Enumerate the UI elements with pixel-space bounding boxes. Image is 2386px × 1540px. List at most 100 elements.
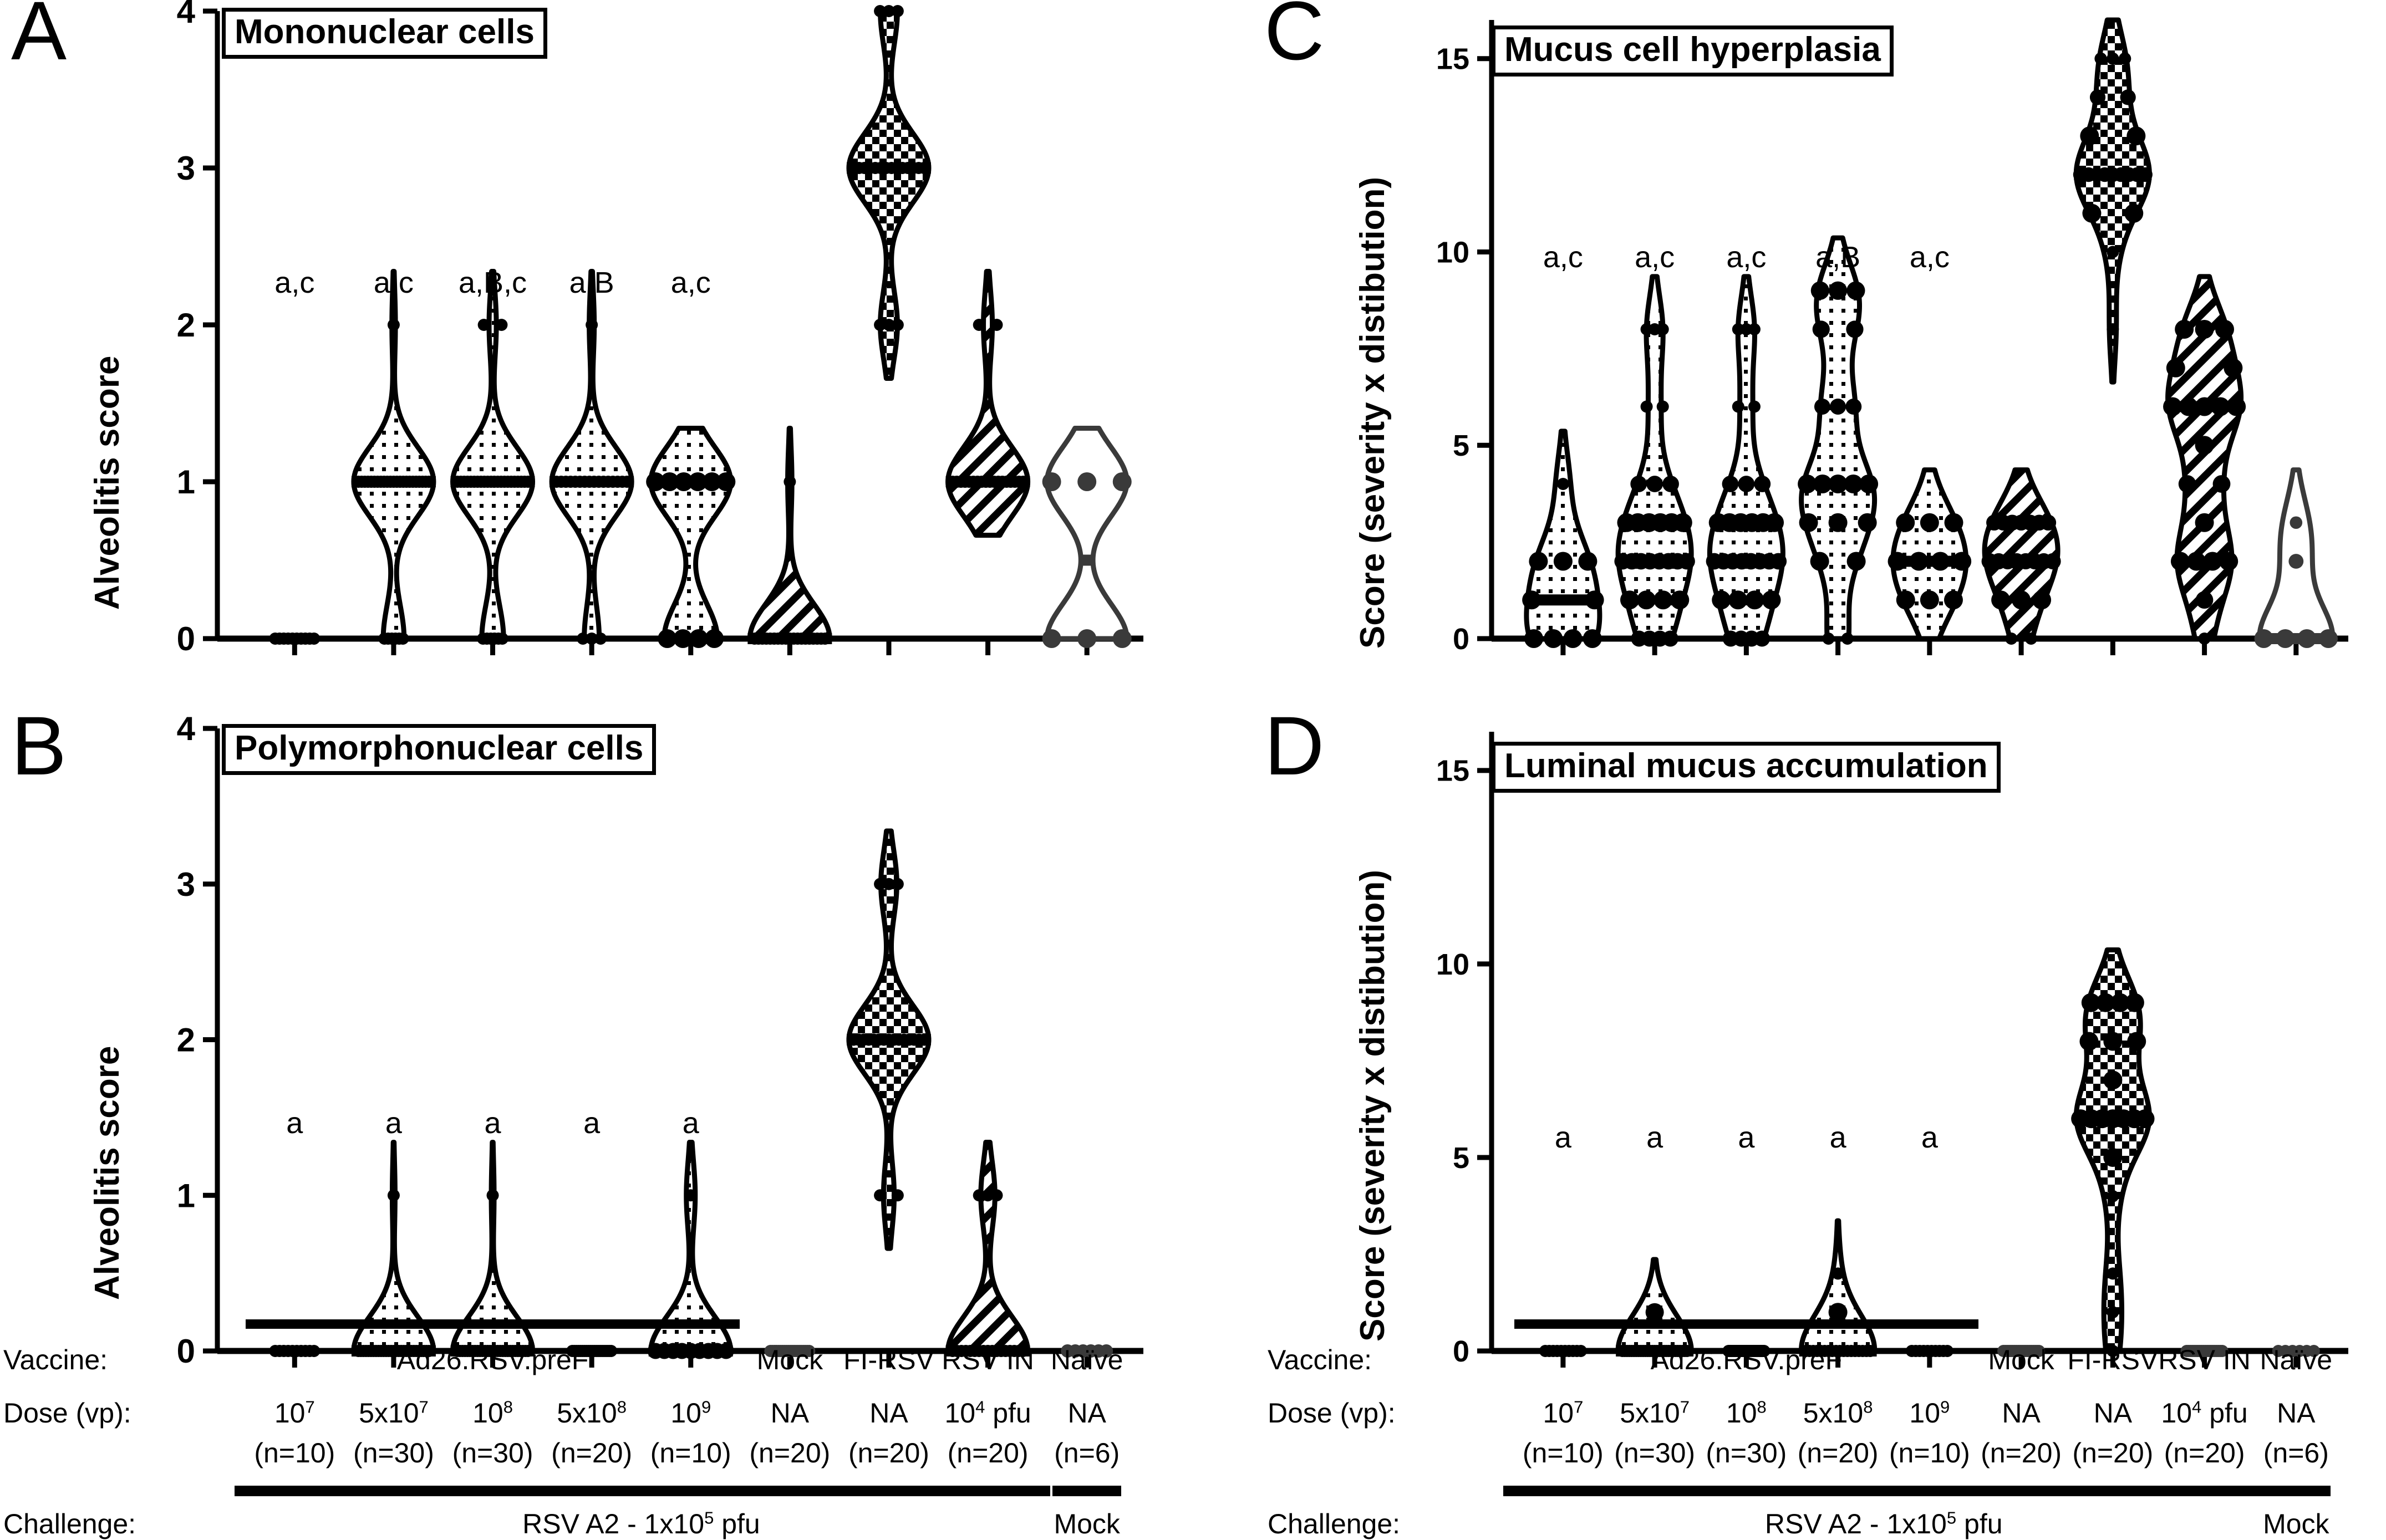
legend-left: Vaccine: Ad26.RSV.preF Mock FI-RSV RSV IN Naï… xyxy=(0,1319,1164,1539)
dose-cell-5: NA xyxy=(770,1398,810,1429)
svg-text:0: 0 xyxy=(1453,623,1469,656)
svg-text:a: a xyxy=(1738,1121,1755,1154)
svg-text:a,c: a,c xyxy=(374,266,414,299)
dose-row-label: Dose (vp): xyxy=(1268,1398,1396,1429)
n-cell-2: (n=30) xyxy=(1706,1437,1787,1468)
dose-cell-3: 5x108 xyxy=(1803,1397,1873,1429)
challenge-cell-1: Mock xyxy=(1054,1508,1120,1539)
svg-text:10: 10 xyxy=(1436,236,1469,269)
dose-cell-3: 5x108 xyxy=(557,1397,627,1429)
panel-d-title: Luminal mucus accumulation xyxy=(1492,742,2001,793)
challenge-cell-0: RSV A2 - 1x105 pfu xyxy=(522,1508,760,1539)
svg-text:a: a xyxy=(583,1106,601,1140)
challenge-bar-mock xyxy=(1052,1486,1122,1496)
svg-text:a,c: a,c xyxy=(1543,241,1583,274)
svg-text:a,c: a,c xyxy=(1726,241,1766,274)
panel-c-plot: 0 5 10 15 a,c a,c a,c a,B a,c xyxy=(1436,17,2348,656)
ad26-group-bar xyxy=(1514,1319,1978,1329)
svg-text:5: 5 xyxy=(1453,1141,1469,1175)
dose-cell-4: 109 xyxy=(1909,1397,1950,1429)
vaccine-group-4: Naïve xyxy=(2260,1344,2333,1375)
svg-text:a,c: a,c xyxy=(1635,241,1675,274)
svg-text:0: 0 xyxy=(177,1333,195,1370)
vaccine-group-0: Ad26.RSV.preF xyxy=(1650,1344,1843,1375)
svg-text:3: 3 xyxy=(177,150,195,187)
n-cell-1: (n=30) xyxy=(1614,1437,1696,1468)
dose-cell-1: 5x107 xyxy=(359,1397,429,1429)
n-cell-4: (n=10) xyxy=(1889,1437,1970,1468)
dose-cell-0: 107 xyxy=(274,1397,315,1429)
n-cell-5: (n=20) xyxy=(749,1437,831,1468)
n-cell-6: (n=20) xyxy=(2072,1437,2154,1468)
svg-text:a,c: a,c xyxy=(274,266,314,299)
svg-text:2: 2 xyxy=(177,1022,195,1059)
vaccine-group-4: Naïve xyxy=(1050,1344,1123,1375)
svg-text:a,B: a,B xyxy=(569,266,614,299)
dose-cell-2: 108 xyxy=(472,1397,513,1429)
svg-text:a: a xyxy=(1921,1121,1939,1154)
panel-c-letter: C xyxy=(1264,0,1325,77)
n-cell-8: (n=6) xyxy=(1054,1437,1120,1468)
panel-a-letter: A xyxy=(11,0,67,77)
n-cell-8: (n=6) xyxy=(2263,1437,2329,1468)
n-cell-5: (n=20) xyxy=(1981,1437,2062,1468)
svg-text:a,B: a,B xyxy=(1815,241,1860,274)
dose-cell-7: 104 pfu xyxy=(944,1397,1031,1429)
dose-row-label: Dose (vp): xyxy=(3,1398,131,1429)
svg-text:a: a xyxy=(286,1106,303,1140)
challenge-cell-1: Mock xyxy=(2263,1508,2329,1539)
ad26-group-bar xyxy=(246,1319,740,1329)
svg-text:a: a xyxy=(385,1106,403,1140)
svg-text:10: 10 xyxy=(1436,948,1469,981)
vaccine-group-3: RSV IN xyxy=(942,1344,1034,1375)
svg-text:a,B,c: a,B,c xyxy=(459,266,527,299)
panel-b-letter: B xyxy=(11,699,67,792)
dose-cell-1: 5x107 xyxy=(1620,1397,1690,1429)
svg-text:2: 2 xyxy=(177,307,195,344)
svg-text:5: 5 xyxy=(1453,429,1469,462)
challenge-row-label: Challenge: xyxy=(1268,1508,1401,1539)
n-cell-0: (n=10) xyxy=(1522,1437,1604,1468)
svg-text:15: 15 xyxy=(1436,43,1469,76)
n-cell-7: (n=20) xyxy=(947,1437,1029,1468)
vaccine-group-2: FI-RSV xyxy=(843,1344,934,1375)
panel-b-title: Polymorphonuclear cells xyxy=(222,724,657,775)
svg-text:a: a xyxy=(485,1106,502,1140)
svg-text:1: 1 xyxy=(177,463,195,501)
svg-text:a,c: a,c xyxy=(1910,241,1950,274)
vaccine-group-1: Mock xyxy=(756,1344,823,1375)
vaccine-group-3: RSV IN xyxy=(2158,1344,2251,1375)
dose-cell-0: 107 xyxy=(1543,1397,1584,1429)
svg-text:a: a xyxy=(683,1106,700,1140)
dose-cell-5: NA xyxy=(2002,1398,2041,1429)
panel-c-title: Mucus cell hyperplasia xyxy=(1492,26,1894,77)
dose-cell-2: 108 xyxy=(1726,1397,1767,1429)
n-cell-6: (n=20) xyxy=(848,1437,929,1468)
svg-text:a: a xyxy=(1646,1121,1663,1154)
svg-text:4: 4 xyxy=(177,710,196,747)
svg-text:1: 1 xyxy=(177,1177,195,1214)
svg-text:a: a xyxy=(1555,1121,1572,1154)
panel-a-title: Mononuclear cells xyxy=(222,8,547,59)
vaccine-group-0: Ad26.RSV.preF xyxy=(396,1344,589,1375)
vaccine-group-2: FI-RSV xyxy=(2067,1344,2159,1375)
dose-cell-6: NA xyxy=(2093,1398,2133,1429)
vaccine-row-label: Vaccine: xyxy=(3,1344,108,1375)
challenge-bar-rsv xyxy=(235,1486,1050,1496)
svg-text:a,c: a,c xyxy=(671,266,711,299)
svg-text:3: 3 xyxy=(177,866,195,903)
dose-cell-8: NA xyxy=(1067,1398,1106,1429)
svg-text:0: 0 xyxy=(1453,1335,1469,1368)
challenge-bar-mock xyxy=(2261,1486,2331,1496)
n-cell-4: (n=10) xyxy=(650,1437,731,1468)
n-cell-1: (n=30) xyxy=(353,1437,434,1468)
challenge-bar-rsv xyxy=(1503,1486,2267,1496)
panel-b-plot: 0 1 2 3 4 a a a a a xyxy=(177,710,1143,1370)
n-cell-2: (n=30) xyxy=(452,1437,533,1468)
svg-text:0: 0 xyxy=(177,620,195,657)
n-cell-0: (n=10) xyxy=(254,1437,335,1468)
n-cell-7: (n=20) xyxy=(2164,1437,2245,1468)
